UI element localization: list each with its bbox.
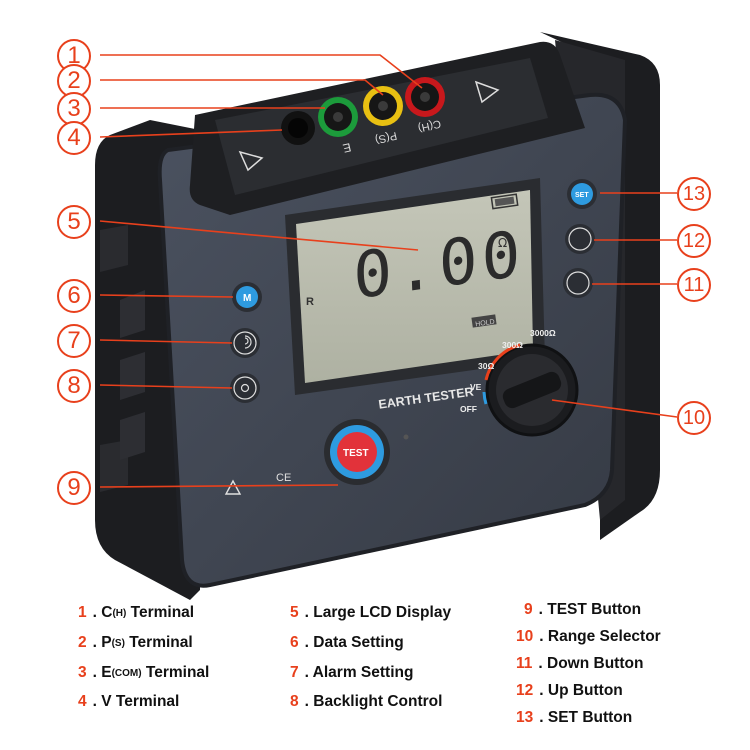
c-terminal-jack bbox=[405, 77, 445, 117]
legend-number: 1 bbox=[78, 604, 87, 621]
set-button-label: SET bbox=[575, 192, 589, 199]
data-setting-button[interactable]: M bbox=[232, 282, 262, 312]
p-terminal-jack bbox=[363, 86, 403, 126]
legend-label: P bbox=[101, 634, 112, 651]
legend-item-10: 10. Range Selector bbox=[516, 628, 661, 645]
dial-label-30: 30Ω bbox=[478, 361, 494, 371]
legend-label: Range Selector bbox=[547, 628, 661, 645]
test-button-label: TEST bbox=[343, 448, 369, 459]
dial-label-ve: VE bbox=[470, 382, 482, 392]
lcd-hold-indicator: HOLD bbox=[475, 319, 495, 329]
legend-label: C bbox=[101, 604, 113, 621]
sound-wave-icon bbox=[244, 335, 252, 349]
legend-label: Backlight Control bbox=[313, 693, 443, 710]
legend-label-sub: (S) bbox=[111, 638, 125, 649]
legend-number: 6 bbox=[290, 634, 299, 651]
v-terminal-jack bbox=[281, 111, 315, 145]
legend-item-4: 4. V Terminal bbox=[78, 693, 180, 710]
callout-7: 7 bbox=[57, 324, 91, 358]
legend-label: Up Button bbox=[547, 682, 623, 699]
set-button[interactable]: SET bbox=[567, 179, 597, 209]
legend-label: Down Button bbox=[547, 655, 644, 672]
legend-number: 5 bbox=[290, 604, 299, 621]
callout-11: 11 bbox=[677, 268, 711, 302]
lightbulb-icon bbox=[240, 383, 250, 393]
alarm-setting-button[interactable] bbox=[230, 328, 260, 358]
down-button[interactable] bbox=[563, 268, 593, 298]
legend-item-6: 6. Data Setting bbox=[290, 634, 404, 651]
legend-label-rest: Terminal bbox=[141, 664, 210, 681]
up-button[interactable] bbox=[565, 224, 595, 254]
legend-number: 3 bbox=[78, 664, 87, 681]
battery-icon bbox=[490, 193, 519, 210]
legend-label: Alarm Setting bbox=[312, 664, 414, 681]
legend-number: 12 bbox=[516, 682, 534, 699]
legend-label-rest: Terminal bbox=[124, 634, 193, 651]
legend-item-8: 8. Backlight Control bbox=[290, 693, 443, 710]
dial-label-3000: 3000Ω bbox=[530, 328, 556, 338]
legend-label: SET Button bbox=[547, 709, 633, 726]
legend-item-5: 5. Large LCD Display bbox=[290, 604, 452, 621]
jack-label-p: P(S) bbox=[374, 129, 398, 146]
dial-label-300: 300Ω bbox=[502, 340, 523, 350]
range-selector-dial[interactable] bbox=[482, 343, 579, 437]
jack-label-c: C(H) bbox=[417, 117, 442, 134]
warning-triangle-icon bbox=[238, 150, 264, 172]
lcd-r-indicator: R bbox=[306, 296, 314, 308]
legend-number: 4 bbox=[78, 693, 87, 710]
callout-10: 10 bbox=[677, 401, 711, 435]
legend-label: Data Setting bbox=[313, 634, 404, 651]
legend-label-rest: Terminal bbox=[126, 604, 195, 621]
jack-label-e: E bbox=[342, 140, 353, 155]
indicator-led bbox=[403, 434, 409, 440]
legend-label-sub: (COM) bbox=[111, 668, 142, 679]
dial-label-off: OFF bbox=[460, 404, 477, 414]
legend-item-9: 9. TEST Button bbox=[524, 601, 642, 618]
legend-item-3: 3. E(COM) Terminal bbox=[78, 664, 210, 681]
callout-4: 4 bbox=[57, 121, 91, 155]
legend-item-11: 11. Down Button bbox=[516, 655, 644, 672]
callout-12: 12 bbox=[677, 224, 711, 258]
legend-label: V Terminal bbox=[101, 693, 180, 710]
legend-item-2: 2. P(S) Terminal bbox=[78, 634, 193, 651]
legend-item-13: 13. SET Button bbox=[516, 709, 633, 726]
callout-13: 13 bbox=[677, 177, 711, 211]
backlight-button[interactable] bbox=[230, 373, 260, 403]
lcd-unit: Ω bbox=[498, 236, 507, 250]
callout-5: 5 bbox=[57, 205, 91, 239]
e-terminal-jack bbox=[318, 97, 358, 137]
legend-number: 11 bbox=[516, 655, 533, 672]
callout-6: 6 bbox=[57, 279, 91, 313]
legend-number: 13 bbox=[516, 709, 534, 726]
warning-triangle-icon bbox=[224, 479, 242, 495]
test-button[interactable]: TEST bbox=[324, 419, 390, 485]
legend-item-1: 1. C(H) Terminal bbox=[78, 604, 195, 621]
legend-label: E bbox=[101, 664, 112, 681]
m-button-label: M bbox=[243, 293, 251, 304]
legend-number: 10 bbox=[516, 628, 534, 645]
legend-label: Large LCD Display bbox=[313, 604, 452, 621]
legend-number: 9 bbox=[524, 601, 533, 618]
legend-number: 7 bbox=[290, 664, 299, 681]
lcd-display bbox=[285, 178, 545, 395]
legend-item-12: 12. Up Button bbox=[516, 682, 623, 699]
legend-label-sub: (H) bbox=[112, 608, 127, 619]
leader-lines bbox=[99, 54, 678, 488]
legend-item-7: 7. Alarm Setting bbox=[290, 664, 414, 681]
callout-8: 8 bbox=[57, 369, 91, 403]
legend-number: 8 bbox=[290, 693, 299, 710]
ce-mark: CE bbox=[276, 472, 291, 484]
legend-number: 2 bbox=[78, 634, 87, 651]
callout-9: 9 bbox=[57, 471, 91, 505]
warning-triangle-icon bbox=[474, 80, 500, 104]
legend-label: TEST Button bbox=[547, 601, 642, 618]
